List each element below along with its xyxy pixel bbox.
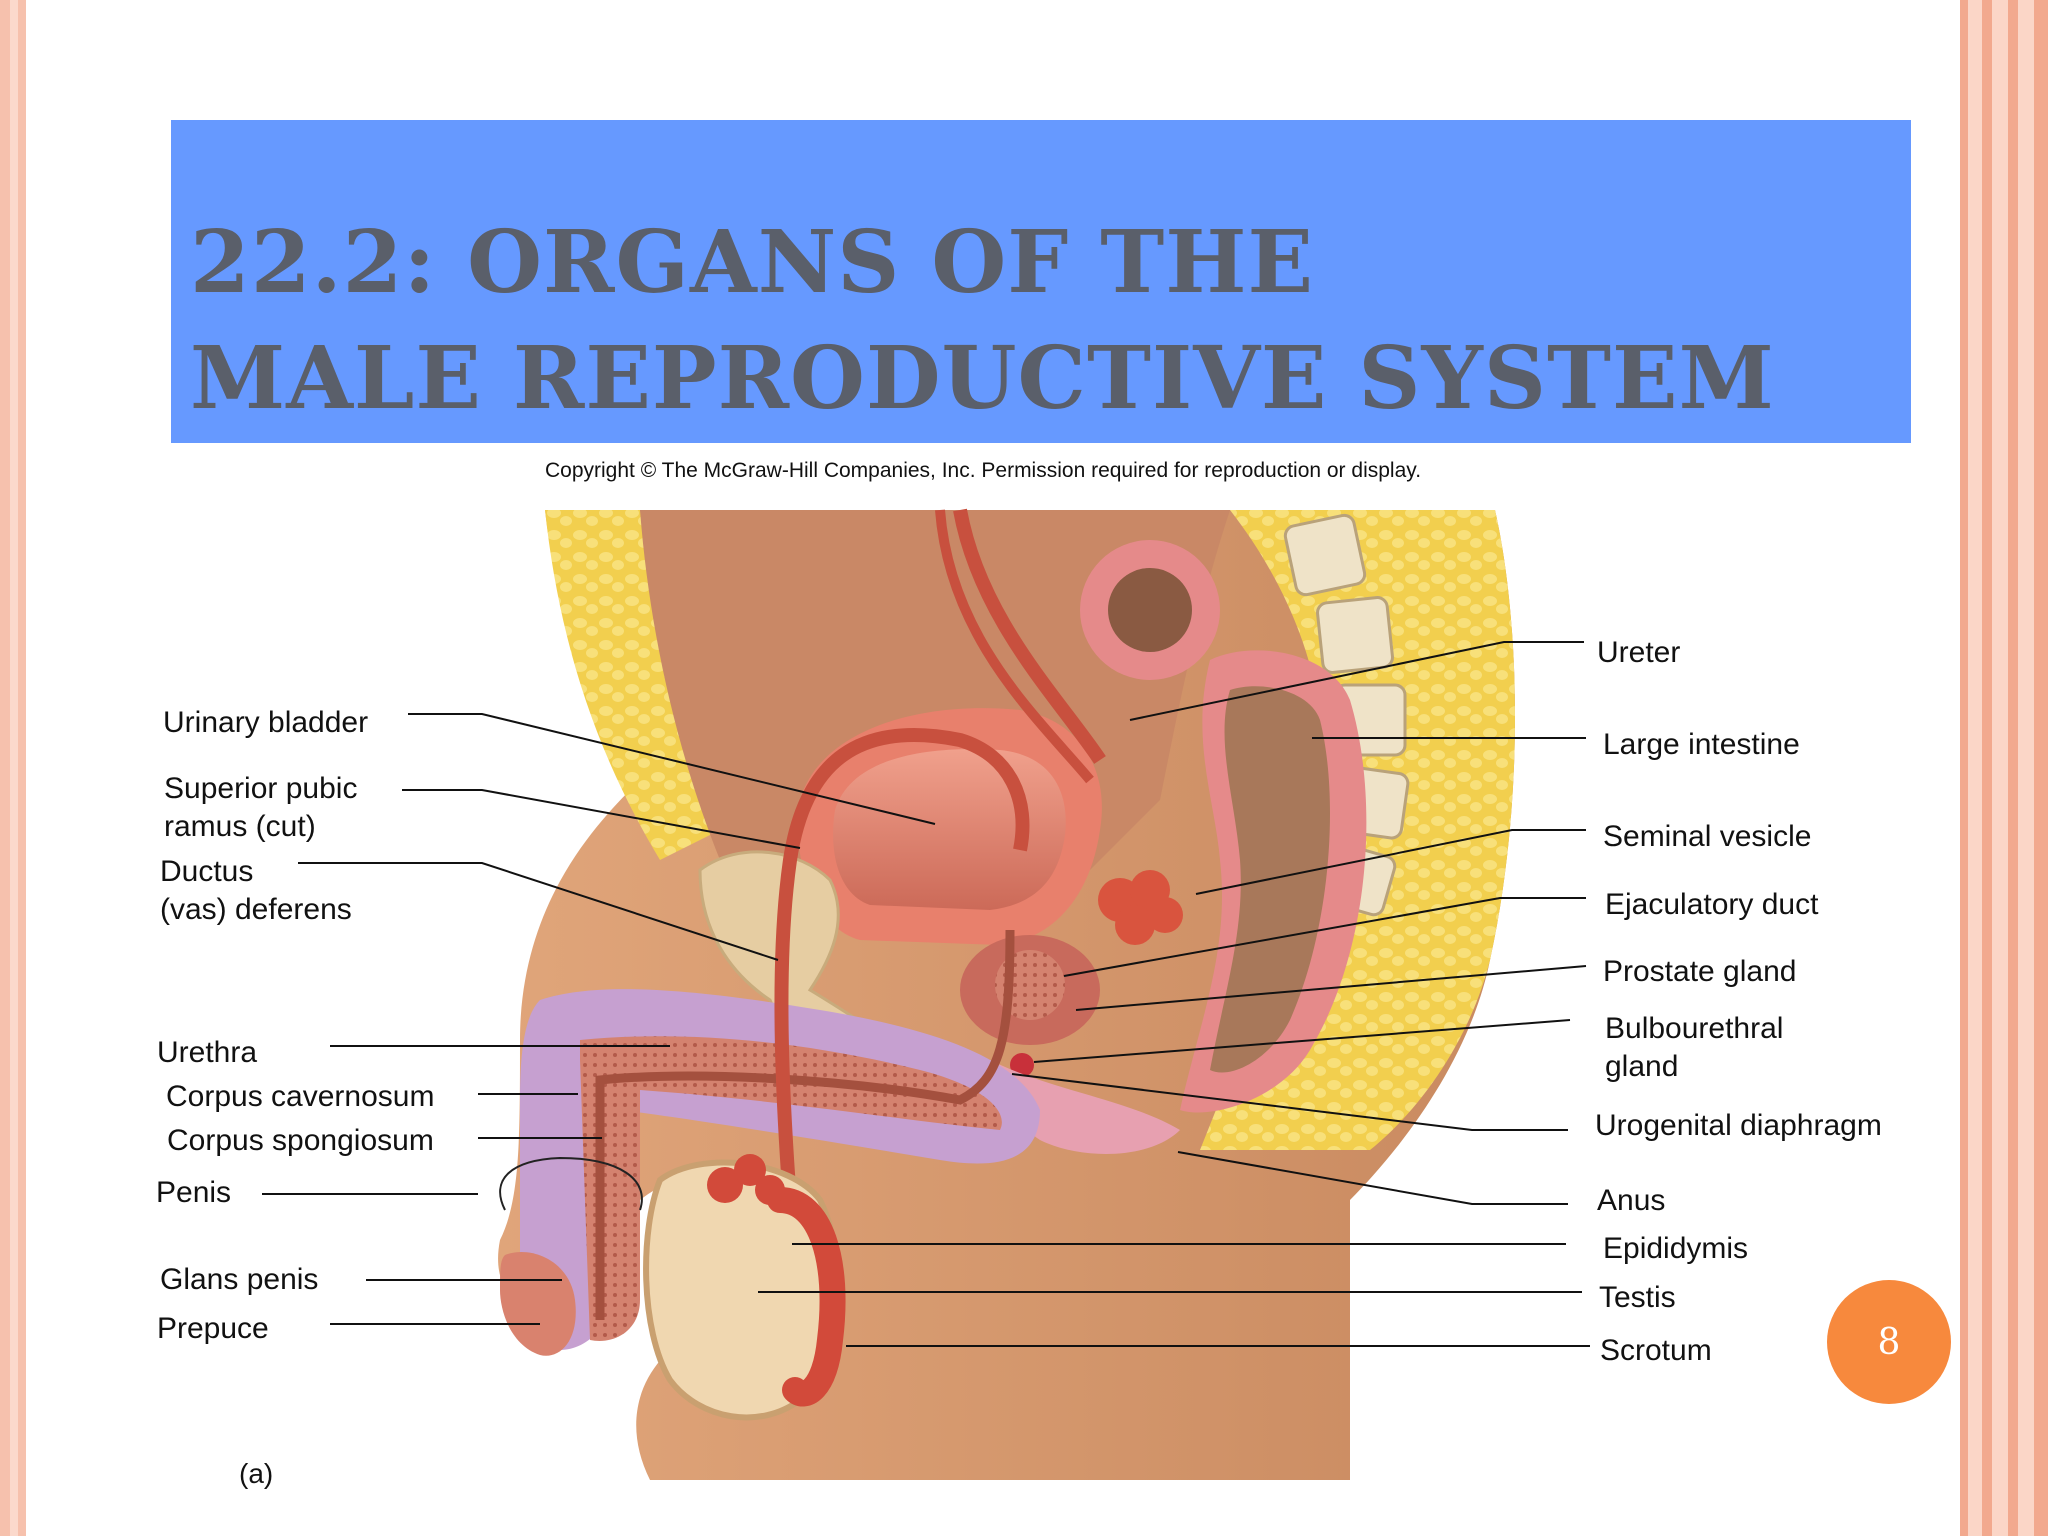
slide-frame-left-inner	[10, 0, 18, 1536]
leader-bulbourethral-gland	[1033, 1019, 1571, 1063]
leader-ejaculatory-duct	[1063, 897, 1586, 977]
leader-seminal-vesicle	[1195, 829, 1586, 895]
leader-ureter	[1129, 641, 1584, 721]
label-ductus: Ductus	[160, 855, 254, 888]
leader-prostate-gland	[1075, 965, 1587, 1011]
label-scrotum: Scrotum	[1600, 1334, 1712, 1367]
label-corpus-cavernosum: Corpus cavernosum	[166, 1080, 435, 1113]
leader-lines	[262, 641, 1590, 1347]
page-number: 8	[1877, 1321, 1901, 1363]
page-number-badge: 8	[1827, 1280, 1951, 1404]
label-gland: gland	[1605, 1050, 1679, 1083]
label-prepuce: Prepuce	[157, 1312, 269, 1345]
slide-title: 22.2: ORGANS OF THE MALE REPRODUCTIVE SY…	[190, 205, 1775, 437]
label-bulbourethral: Bulbourethral	[1605, 1012, 1784, 1045]
leader-anus	[1177, 1151, 1568, 1205]
leader-ductus-deferens	[298, 862, 779, 961]
label-urogenital-diaphragm: Urogenital diaphragm	[1595, 1109, 1882, 1142]
label-anus: Anus	[1597, 1184, 1666, 1217]
slide-title-line-2: MALE REPRODUCTIVE SYSTEM	[190, 328, 1775, 429]
label-large-intestine: Large intestine	[1603, 728, 1800, 761]
label-urethra: Urethra	[157, 1036, 258, 1069]
label-corpus-spongiosum: Corpus spongiosum	[167, 1124, 434, 1157]
copyright-notice: Copyright © The McGraw-Hill Companies, I…	[545, 459, 1422, 482]
slide-title-line-1: 22.2: ORGANS OF THE	[190, 212, 1315, 313]
label-superior-pubic: Superior pubic	[164, 772, 358, 805]
label-seminal-vesicle: Seminal vesicle	[1603, 820, 1812, 853]
leader-superior-pubic-ramus	[402, 789, 801, 849]
slide-frame-right	[1960, 0, 2048, 1536]
label-prostate-gland: Prostate gland	[1603, 955, 1797, 988]
label-urinary-bladder: Urinary bladder	[163, 706, 369, 739]
title-band	[171, 120, 1911, 443]
label-ureter: Ureter	[1597, 636, 1681, 669]
label-testis: Testis	[1599, 1281, 1676, 1314]
label-ramus-cut: ramus (cut)	[164, 810, 316, 843]
pelvis-body-section	[498, 508, 1515, 1480]
label-epididymis: Epididymis	[1603, 1232, 1749, 1265]
leader-urinary-bladder	[408, 713, 936, 825]
label-vas-deferens: (vas) deferens	[160, 893, 352, 926]
label-glans-penis: Glans penis	[160, 1263, 319, 1296]
label-ejaculatory-duct: Ejaculatory duct	[1605, 888, 1819, 921]
leader-urogenital-diaphragm	[1011, 1073, 1568, 1131]
panel-label: (a)	[239, 1458, 274, 1489]
label-penis: Penis	[156, 1176, 232, 1209]
